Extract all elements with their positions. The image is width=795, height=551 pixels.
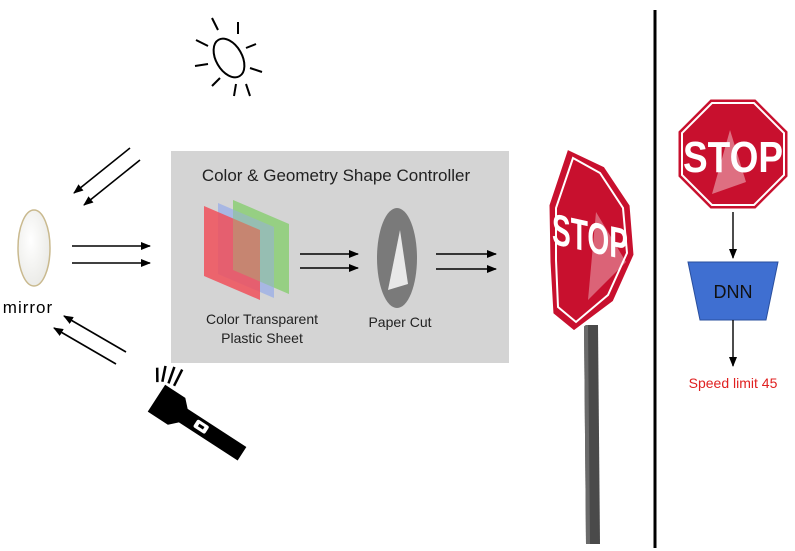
dnn-label: DNN xyxy=(714,282,753,302)
light-arrow xyxy=(73,147,131,194)
mirror-label: mirror xyxy=(3,298,53,317)
controller-title: Color & Geometry Shape Controller xyxy=(202,166,471,185)
stop-sign-icon: STOP xyxy=(546,145,637,334)
light-arrow xyxy=(53,327,117,365)
digital-stop-sign-text: STOP xyxy=(683,133,783,182)
light-arrow xyxy=(83,159,141,206)
flashlight-icon xyxy=(147,365,247,461)
light-arrow xyxy=(63,315,127,353)
paper-cut-label: Paper Cut xyxy=(368,314,431,330)
mirror-icon xyxy=(17,209,51,287)
sheet-label-line2: Plastic Sheet xyxy=(221,330,303,346)
sun-icon xyxy=(194,17,263,97)
color-sheets xyxy=(204,200,289,300)
sign-post-edge xyxy=(584,325,590,544)
dnn-block xyxy=(687,261,779,321)
sheet-label-line1: Color Transparent xyxy=(206,311,318,327)
prediction-label: Speed limit 45 xyxy=(689,375,778,391)
stop-sign-icon: STOP xyxy=(675,96,791,212)
paper-cut-icon xyxy=(377,208,417,308)
